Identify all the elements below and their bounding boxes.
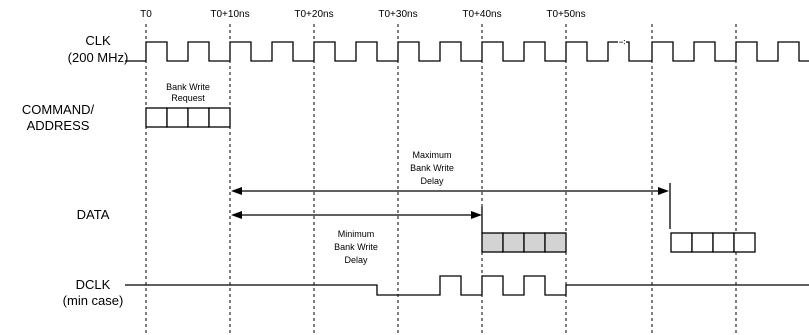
minimum-delay-line3: Delay [344,255,368,265]
data-cell-max-case [670,232,693,253]
tick-label-t20: T0+20ns [294,9,333,20]
clock-break-marker-icon: ∹ [618,37,626,47]
maximum-delay-arrow: Maximum Bank Write Delay [231,150,671,229]
command-cell [166,107,189,128]
tick-label-t0: T0 [140,9,152,20]
clk-wave-segment-1 [125,41,618,62]
tick-label-t40: T0+40ns [462,9,501,20]
data-signal [481,232,756,253]
signal-labels: CLK (200 MHz) COMMAND/ ADDRESS DATA DCLK… [22,33,128,308]
arrow-left-icon [231,211,242,219]
data-cell-max-case [733,232,756,253]
dclk-wave [125,275,809,296]
tick-label-t50: T0+50ns [546,9,585,20]
clk-label: CLK [85,33,111,48]
maximum-delay-line1: Maximum [412,150,451,160]
arrow-right-icon [658,187,669,195]
command-address-signal: Bank Write Request [145,82,231,128]
data-cell-min-case [523,232,546,253]
command-label-line1: COMMAND/ [22,102,95,117]
clk-wave-segment-2 [626,41,809,62]
tick-label-t10: T0+10ns [210,9,249,20]
data-label: DATA [77,207,110,222]
dclk-label: DCLK [76,277,111,292]
data-cell-min-case [502,232,525,253]
minimum-delay-line1: Minimum [338,229,375,239]
command-cell [208,107,231,128]
tick-label-t30: T0+30ns [378,9,417,20]
dclk-case-label: (min case) [63,293,124,308]
arrow-right-icon [471,211,482,219]
data-cell-max-case [691,232,714,253]
data-cell-min-case [481,232,504,253]
arrow-left-icon [231,187,242,195]
command-cell [145,107,168,128]
maximum-delay-line3: Delay [420,176,444,186]
minimum-delay-arrow: Minimum Bank Write Delay [231,207,483,265]
dclk-waveform [125,275,809,296]
minimum-delay-line2: Bank Write [334,242,378,252]
data-cell-min-case [544,232,567,253]
command-label-line2: ADDRESS [27,118,90,133]
bank-write-request-line2: Request [171,93,205,103]
command-cell [187,107,210,128]
maximum-delay-line2: Bank Write [410,163,454,173]
clk-waveform: ∹ [125,37,809,62]
data-cell-max-case [712,232,735,253]
clk-frequency-label: (200 MHz) [68,50,129,65]
bank-write-request-line1: Bank Write [166,82,210,92]
time-axis: T0 T0+10ns T0+20ns T0+30ns T0+40ns T0+50… [140,9,585,20]
